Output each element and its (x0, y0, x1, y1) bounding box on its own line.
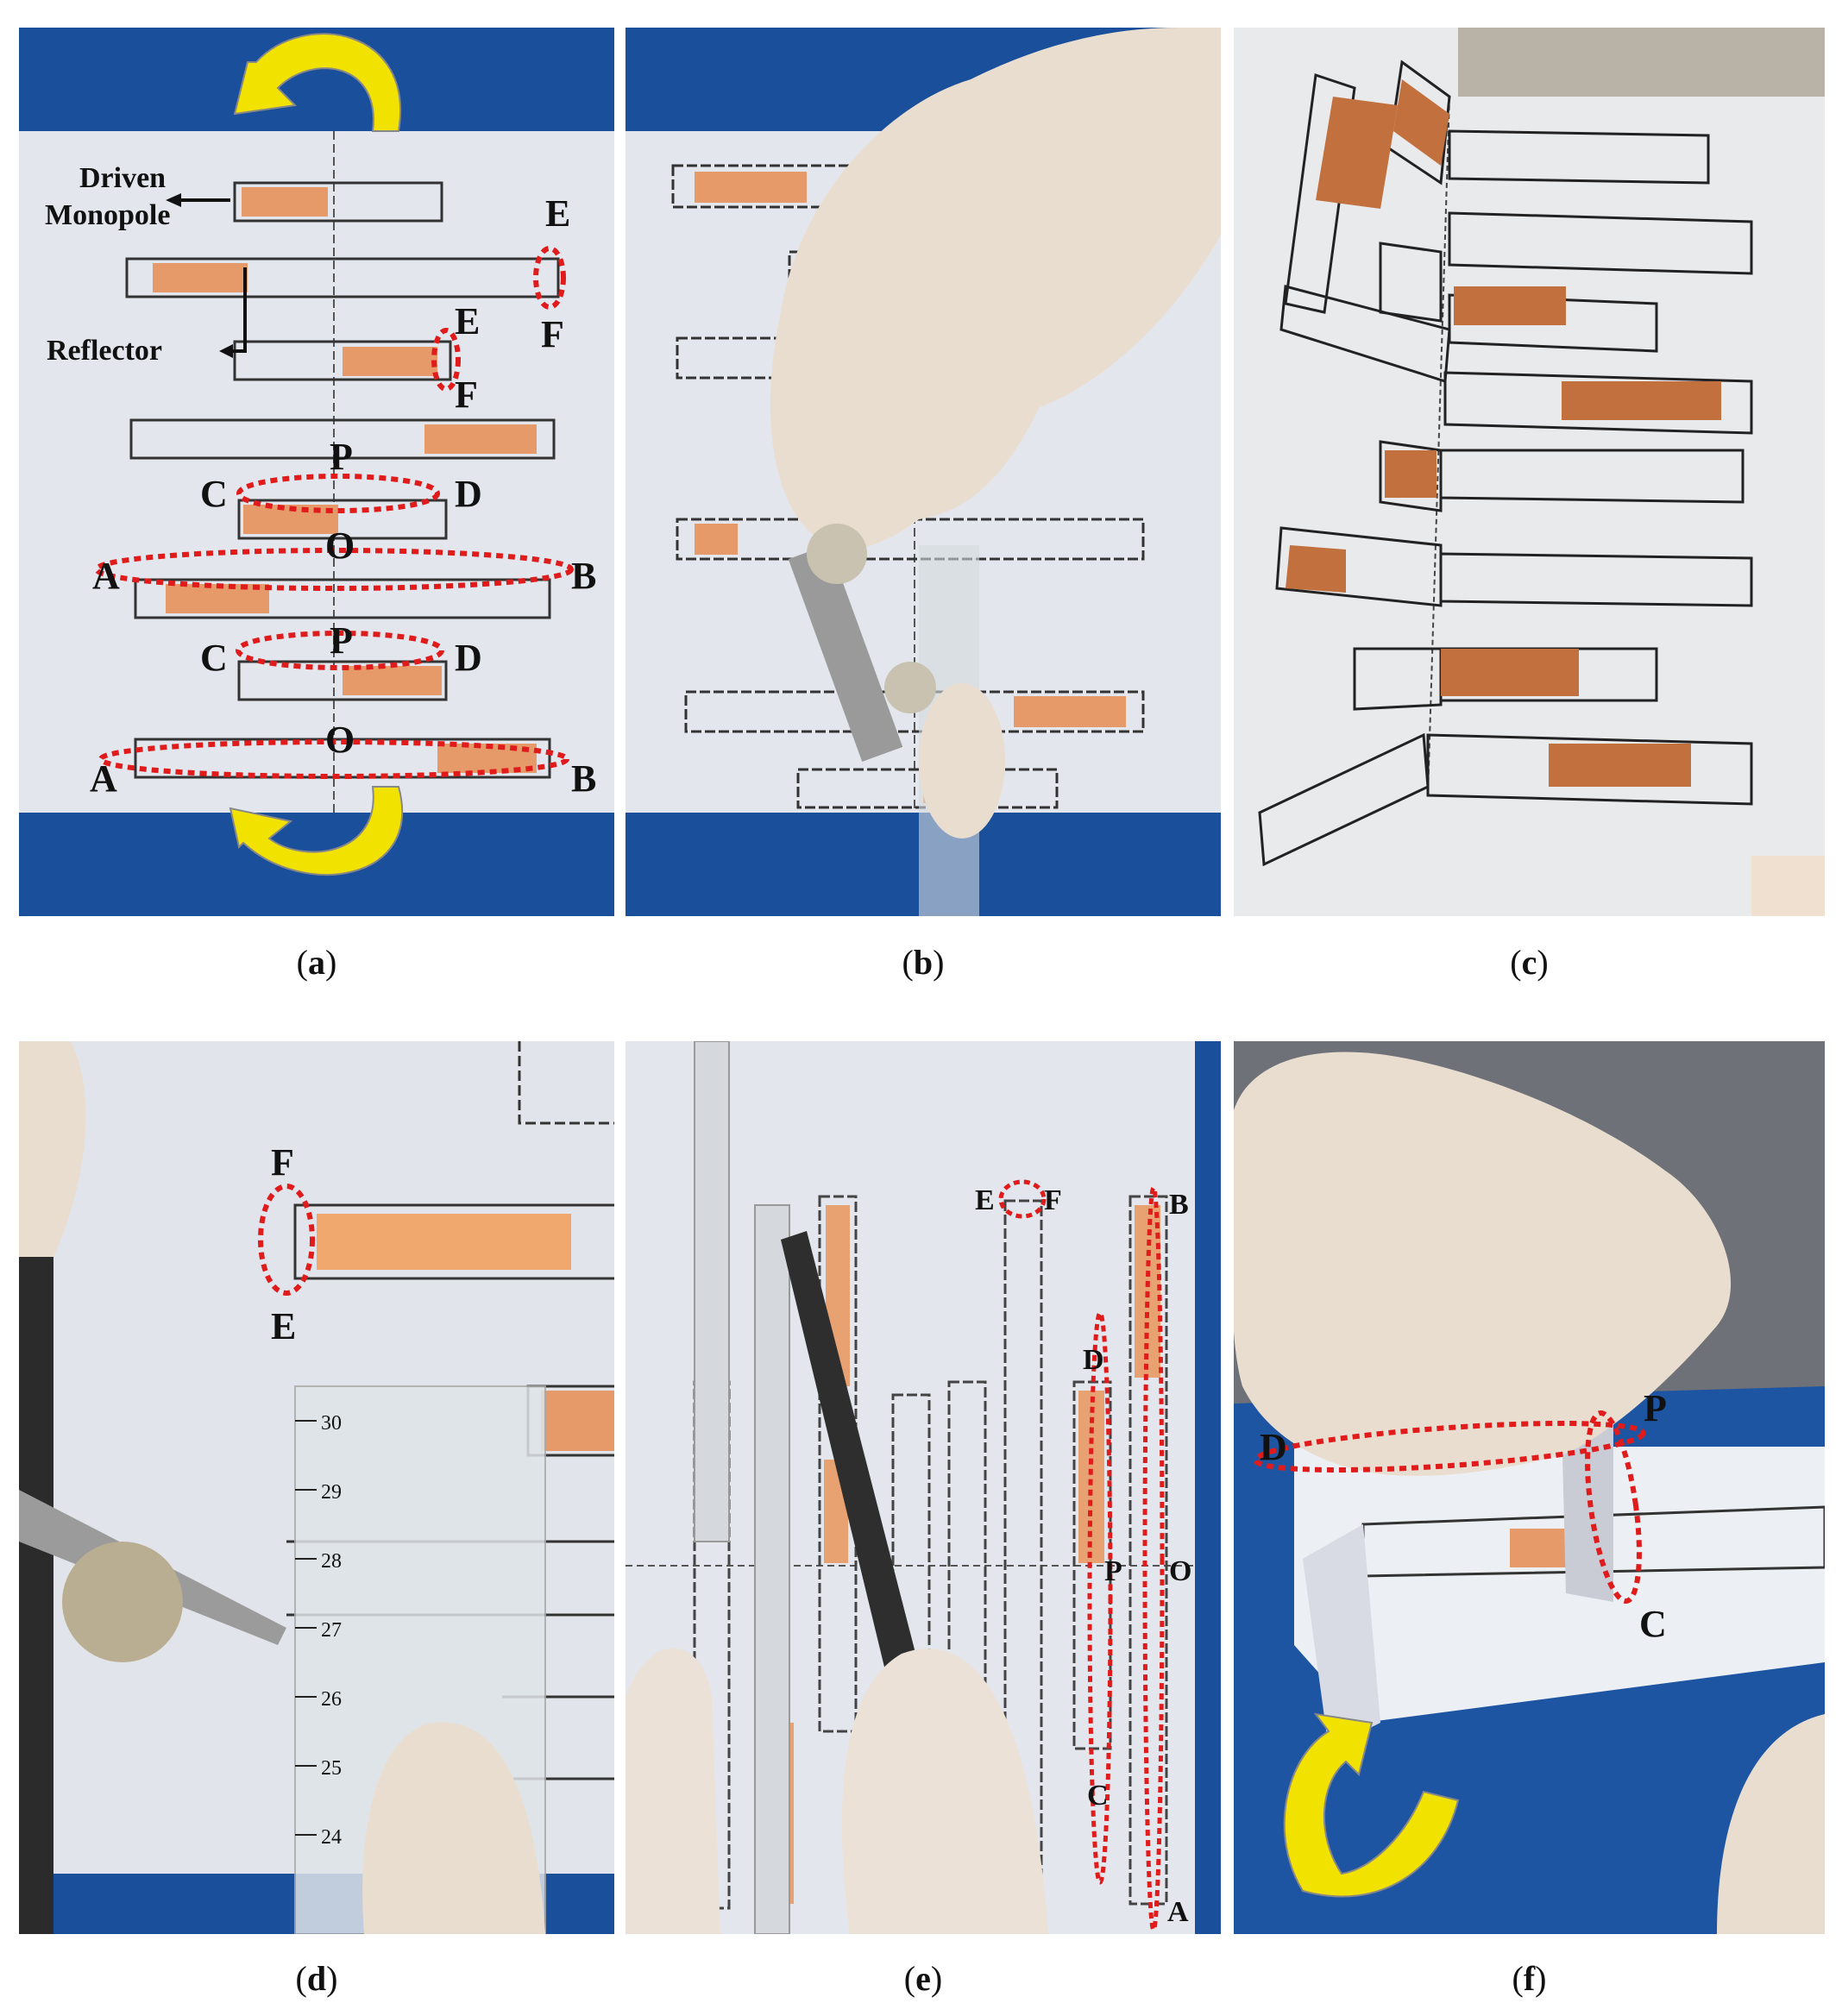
label-c-1: C (200, 473, 228, 515)
panel-b-photo (626, 28, 1221, 916)
caption-a: (a) (296, 943, 337, 982)
driven-label: Driven (79, 162, 166, 194)
ruler-27: 27 (321, 1619, 342, 1642)
label-a-1: A (92, 555, 120, 597)
panel-f: D P C (1234, 1041, 1825, 1934)
label-p-2: P (330, 619, 353, 662)
label-f-top: F (541, 313, 564, 355)
panel-a: Driven Monopole Reflector E F E F P C D … (19, 28, 614, 916)
label-b: B (1169, 1189, 1189, 1221)
ruler-29: 29 (321, 1481, 342, 1504)
label-e: E (975, 1184, 995, 1216)
panel-d: 30 29 28 27 26 25 24 F E (19, 1041, 614, 1934)
label-b-2: B (571, 757, 596, 800)
panel-e: E F B D P O C A (626, 1041, 1221, 1934)
ruler-25: 25 (321, 1757, 342, 1780)
label-f: F (271, 1141, 294, 1184)
label-p: P (1644, 1387, 1667, 1429)
ruler-26: 26 (321, 1688, 342, 1711)
ruler-28: 28 (321, 1550, 342, 1573)
panel-e-photo: E F B D P O C A (626, 1041, 1221, 1934)
label-o-2: O (325, 719, 355, 761)
label-o-1: O (325, 524, 355, 567)
caption-b: (b) (902, 943, 945, 982)
caption-f: (f) (1512, 1959, 1547, 1998)
label-e: E (271, 1305, 296, 1347)
label-p-1: P (330, 436, 353, 478)
panel-a-photo: Driven Monopole Reflector E F E F P C D … (19, 28, 614, 916)
label-d-1: D (455, 473, 482, 515)
label-f: F (1044, 1184, 1062, 1216)
reflector-label: Reflector (47, 335, 162, 367)
label-o: O (1169, 1555, 1191, 1587)
monopole-label: Monopole (45, 199, 170, 231)
label-f-mid: F (455, 374, 478, 416)
panel-c (1234, 28, 1825, 916)
label-e-top: E (545, 192, 570, 235)
caption-c: (c) (1510, 943, 1549, 982)
label-c: C (1639, 1603, 1667, 1645)
label-d-2: D (455, 637, 482, 679)
ruler-24: 24 (321, 1826, 342, 1849)
label-e-mid: E (455, 300, 480, 342)
label-p: P (1104, 1555, 1122, 1587)
label-b-1: B (571, 555, 596, 597)
caption-e: (e) (903, 1959, 943, 1998)
label-a: A (1167, 1896, 1189, 1928)
label-d: D (1083, 1344, 1104, 1376)
label-c: C (1087, 1780, 1109, 1812)
panel-f-photo: D P C (1234, 1041, 1825, 1934)
ruler-30: 30 (321, 1412, 342, 1435)
panel-c-photo (1234, 28, 1825, 916)
caption-d: (d) (295, 1959, 338, 1998)
panel-b (626, 28, 1221, 916)
label-a-2: A (90, 757, 117, 800)
panel-d-photo: 30 29 28 27 26 25 24 F E (19, 1041, 614, 1934)
label-c-2: C (200, 637, 228, 679)
label-d: D (1260, 1426, 1287, 1468)
